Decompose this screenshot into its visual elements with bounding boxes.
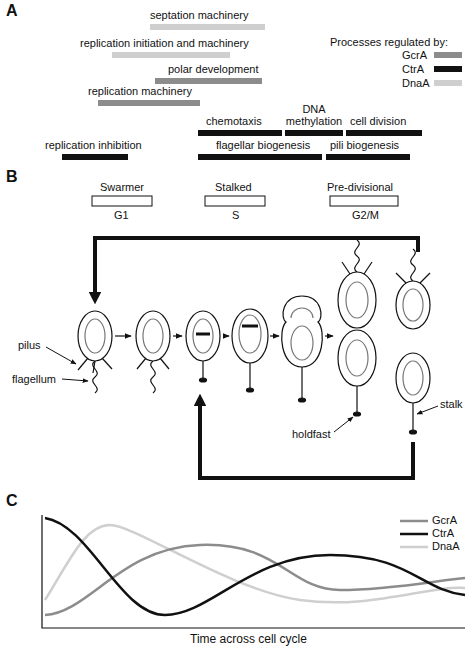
part-label: stalk (440, 398, 463, 410)
panel-letter: A (6, 2, 18, 20)
process-label: chemotaxis (206, 115, 262, 127)
process-label: cell division (350, 115, 406, 127)
legend-line-sample (400, 520, 428, 523)
process-label: DNA methylation (284, 103, 344, 127)
phase-label: G1 (114, 209, 129, 221)
legend-text: DnaA (402, 77, 430, 89)
phase-boxes (92, 196, 398, 206)
legend-text: CtrA (402, 63, 424, 75)
part-label: pilus (18, 339, 41, 351)
part-label: flagellum (12, 373, 56, 385)
expression-plot (42, 515, 465, 628)
panel-letter: C (6, 492, 18, 510)
leader-lines (46, 347, 438, 432)
process-label: pili biogenesis (330, 139, 399, 151)
legend-line-sample (400, 533, 428, 536)
legend-swatch (434, 52, 462, 58)
legend-swatch (434, 80, 462, 86)
legend-heading: Processes regulated by: (330, 36, 448, 48)
phase-label: Pre-divisional (327, 181, 393, 193)
legend-text: GcrA (402, 49, 427, 61)
legend-text: DnaA (432, 540, 460, 552)
cell-illustration (78, 240, 430, 434)
process-label: septation machinery (150, 9, 248, 21)
process-label: flagellar biogenesis (216, 139, 310, 151)
legend-line-sample (400, 546, 428, 549)
axis-label: Time across cell cycle (190, 632, 307, 646)
part-label: holdfast (292, 428, 331, 440)
panel-letter: B (6, 168, 18, 186)
phase-label: Swarmer (100, 181, 144, 193)
phase-label: S (232, 209, 239, 221)
process-label: polar development (168, 63, 259, 75)
process-label: replication machinery (88, 85, 192, 97)
process-label: replication inhibition (45, 139, 142, 151)
legend-text: CtrA (432, 527, 454, 539)
cycle-arrows (95, 238, 418, 478)
legend-swatch (434, 66, 462, 72)
phase-label: G2/M (352, 209, 379, 221)
process-label: replication initiation and machinery (80, 37, 249, 49)
phase-label: Stalked (215, 181, 252, 193)
legend-text: GcrA (432, 514, 457, 526)
